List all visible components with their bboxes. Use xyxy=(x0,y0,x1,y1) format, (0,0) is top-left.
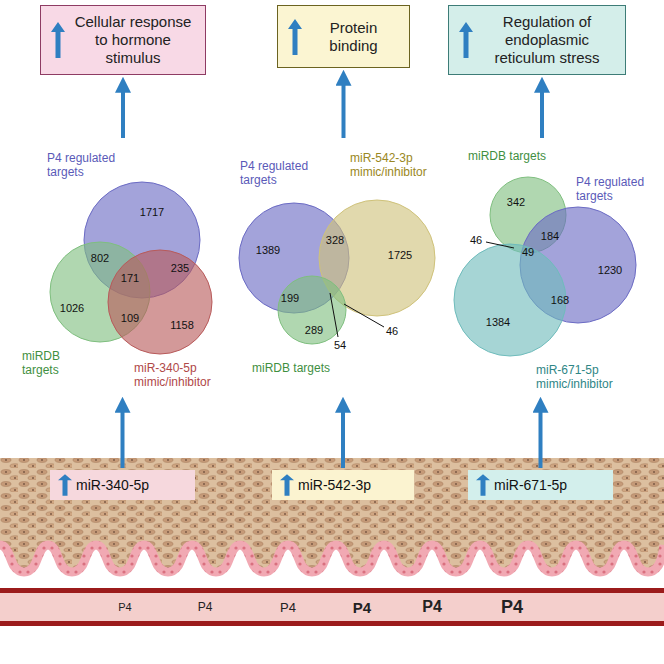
mirna-box: miR-671-5p xyxy=(468,470,613,500)
set-label: P4 regulated targets xyxy=(47,152,137,180)
process-box: Cellular response to hormone stimulus xyxy=(40,5,206,75)
leader-line xyxy=(344,304,384,327)
count-number: 1725 xyxy=(388,249,412,262)
hormone-label: P4 xyxy=(501,597,523,618)
count-number: 1158 xyxy=(170,319,194,332)
venn-circle xyxy=(278,276,346,344)
count-number: 235 xyxy=(171,262,189,275)
count-number: 168 xyxy=(551,294,569,307)
count-number: 46 xyxy=(386,325,398,338)
venn-diagram: P4 regulated targets miR-542-3p mimic/inh… xyxy=(232,140,454,395)
box-label: Cellular response to hormone stimulus xyxy=(69,13,197,67)
set-label: P4 regulated targets xyxy=(240,160,335,188)
flow-arrow xyxy=(540,84,544,138)
stroma xyxy=(0,458,664,572)
count-number: 328 xyxy=(326,234,344,247)
hormone-label: P4 xyxy=(118,601,131,613)
count-number: 184 xyxy=(541,230,559,243)
box-label: Regulation of endoplasmic reticulum stre… xyxy=(477,13,617,67)
flow-arrow xyxy=(121,84,125,138)
hormone-label: P4 xyxy=(422,598,442,616)
flow-arrow xyxy=(539,404,543,468)
count-number: 802 xyxy=(91,252,109,265)
count-number: 1389 xyxy=(256,244,280,257)
hormone-label: P4 xyxy=(280,600,296,615)
hormone-label: P4 xyxy=(198,600,213,614)
mirna-label: miR-671-5p xyxy=(494,477,567,493)
up-arrow-icon xyxy=(47,20,69,60)
venn-circle xyxy=(108,250,212,354)
count-number: 199 xyxy=(281,292,299,305)
set-label: miR-340-5p mimic/inhibitor xyxy=(134,362,224,390)
set-label: miR-542-3p mimic/inhibitor xyxy=(350,152,450,180)
up-arrow-icon xyxy=(472,473,494,497)
mirna-box: miR-542-3p xyxy=(272,470,414,500)
count-number: 46 xyxy=(470,234,482,247)
mirna-box: miR-340-5p xyxy=(50,470,195,500)
set-label: miR-671-5p mimic/inhibitor xyxy=(536,364,651,392)
process-box: Regulation of endoplasmic reticulum stre… xyxy=(448,5,626,75)
count-number: 171 xyxy=(121,272,139,285)
set-label: P4 regulated targets xyxy=(576,176,658,204)
hormone-label: P4 xyxy=(353,599,371,616)
up-arrow-icon xyxy=(284,17,306,57)
flow-arrow xyxy=(341,404,345,468)
up-arrow-icon xyxy=(455,20,477,60)
count-number: 54 xyxy=(334,339,346,352)
leader-line xyxy=(486,242,514,248)
venn-diagram: miRDB targets P4 regulated targets miR-671… xyxy=(458,140,658,395)
count-number: 109 xyxy=(121,312,139,325)
blood-vessel-band: P4 P4 P4 P4 P4 P4 xyxy=(0,588,664,626)
leader-line xyxy=(330,293,338,337)
count-number: 342 xyxy=(507,196,525,209)
count-number: 289 xyxy=(305,324,323,337)
epithelium xyxy=(0,545,664,572)
count-number: 49 xyxy=(522,246,534,259)
set-label: miRDB targets xyxy=(252,362,352,376)
up-arrow-icon xyxy=(54,473,76,497)
process-box: Protein binding xyxy=(277,5,410,68)
box-label: Protein binding xyxy=(306,19,401,55)
venn-circle xyxy=(454,244,566,356)
set-label: miRDB targets xyxy=(22,350,92,378)
flow-arrow xyxy=(121,404,125,468)
mirna-label: miR-340-5p xyxy=(76,477,149,493)
count-number: 1026 xyxy=(60,302,84,315)
count-number: 1717 xyxy=(140,206,164,219)
mirna-label: miR-542-3p xyxy=(298,477,371,493)
up-arrow-icon xyxy=(276,473,298,497)
count-number: 1384 xyxy=(486,316,510,329)
flow-arrow xyxy=(342,77,346,138)
count-number: 1230 xyxy=(598,264,622,277)
set-label: miRDB targets xyxy=(468,150,568,164)
venn-diagram: P4 regulated targets miRDB targets miR-340… xyxy=(22,140,222,395)
